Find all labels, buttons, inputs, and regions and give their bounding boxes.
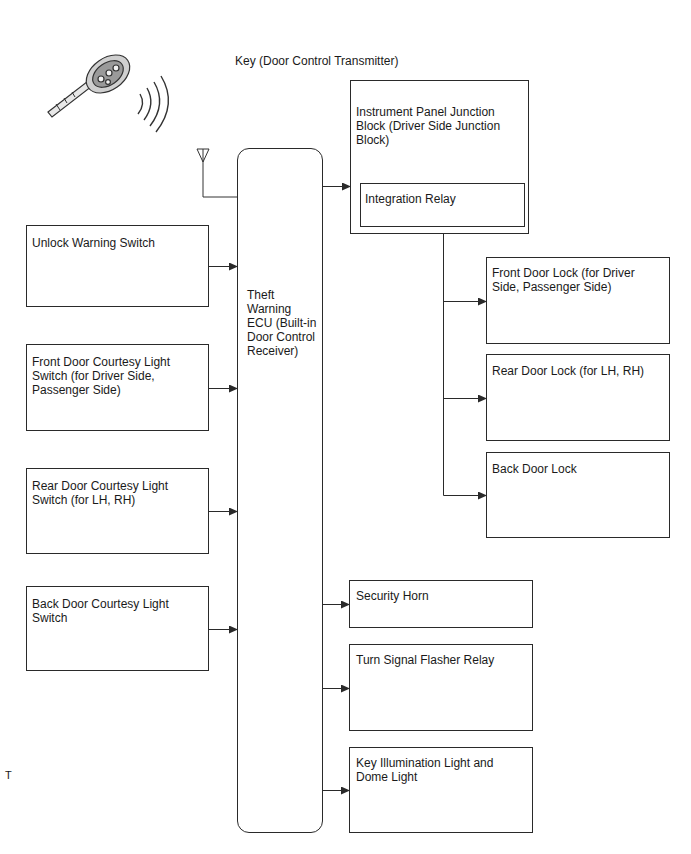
lock-box: Front Door Lock (for Driver Side, Passen…: [486, 257, 670, 344]
box-text: Key Illumination Light and Dome Light: [356, 756, 527, 784]
switch-box: Back Door Courtesy Light Switch: [26, 586, 209, 671]
box-text: Rear Door Lock (for LH, RH): [492, 364, 664, 378]
part-label: Key (Door Control Transmitter): [235, 54, 398, 68]
lock-box: Rear Door Lock (for LH, RH): [486, 354, 670, 441]
output-box: Turn Signal Flasher Relay: [349, 644, 533, 731]
box-text: Front Door Courtesy Light Switch (for Dr…: [32, 355, 203, 397]
signal-arrow: [209, 629, 237, 630]
output-box: Key Illumination Light and Dome Light: [349, 747, 533, 833]
signal-arrow: [444, 227, 487, 496]
radio-waves: [138, 76, 168, 132]
signal-arrow: [209, 388, 237, 389]
signal-arrow: [209, 511, 237, 512]
lock-box: Back Door Lock: [486, 452, 670, 538]
box-text: Instrument Panel Junction Block (Driver …: [356, 105, 523, 147]
junction-block: Instrument Panel Junction Block (Driver …: [350, 80, 529, 234]
signal-arrow: [444, 227, 487, 302]
signal-arrow: [323, 790, 349, 791]
box-text: Turn Signal Flasher Relay: [356, 653, 527, 667]
signal-arrow: [323, 604, 349, 605]
switch-box: Front Door Courtesy Light Switch (for Dr…: [26, 344, 209, 431]
page-mark: T: [5, 768, 12, 782]
box-text: Back Door Lock: [492, 462, 664, 476]
box-text: Back Door Courtesy Light Switch: [32, 597, 203, 625]
output-box: Security Horn: [349, 580, 533, 628]
box-text: Security Horn: [356, 589, 527, 603]
box-text: Theft Warning ECU (Built-in Door Control…: [247, 288, 317, 358]
signal-arrow: [323, 186, 350, 187]
box-text: Rear Door Courtesy Light Switch (for LH,…: [32, 479, 203, 507]
box-text: Integration Relay: [365, 192, 519, 206]
signal-arrow: [323, 688, 349, 689]
switch-box: Rear Door Courtesy Light Switch (for LH,…: [26, 468, 209, 554]
relay-box: Integration Relay: [360, 183, 525, 227]
key-illustration: [48, 47, 137, 117]
switch-box: Unlock Warning Switch: [26, 225, 209, 307]
signal-arrow: [209, 266, 237, 267]
signal-arrow: [444, 227, 487, 399]
box-text: Front Door Lock (for Driver Side, Passen…: [492, 266, 664, 294]
ecu-box: Theft Warning ECU (Built-in Door Control…: [237, 148, 323, 833]
antenna-symbol: [197, 149, 237, 197]
box-text: Unlock Warning Switch: [32, 236, 203, 250]
